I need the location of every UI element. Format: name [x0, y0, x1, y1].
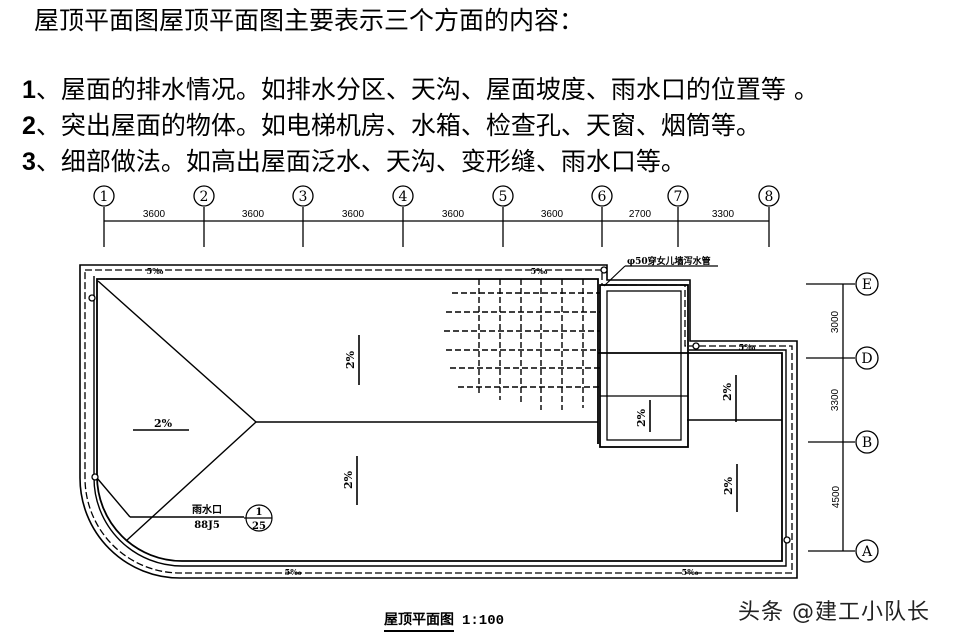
horizontal-axis-grid — [93, 185, 780, 247]
list-number: 3 — [22, 148, 36, 176]
gutter-slope-top-left: 5‰ — [147, 266, 164, 276]
list-text: 、屋面的排水情况。如排水分区、天沟、屋面坡度、雨水口的位置等 。 — [35, 75, 819, 104]
axis-label-1: 1 — [100, 189, 109, 205]
rain-outlets — [88, 266, 791, 544]
pipe-note: φ50穿女儿墙泻水管 — [627, 255, 711, 267]
skylight-grid — [444, 279, 600, 410]
gutter-slope-top-right: 5‰ — [531, 266, 548, 276]
axis-label-4: 4 — [399, 189, 408, 205]
list-item-drainage: 1、屋面的排水情况。如排水分区、天沟、屋面坡度、雨水口的位置等 。 — [22, 74, 819, 106]
axis-label-B: B — [862, 435, 872, 451]
ridge-lines — [96, 280, 782, 542]
slope-arrows — [133, 335, 738, 512]
dimension-2-3: 3600 — [242, 209, 265, 220]
axis-label-8: 8 — [765, 189, 774, 205]
caption-title: 屋顶平面图 — [384, 612, 454, 632]
detail-ref-sheet: 25 — [252, 521, 266, 532]
axis-label-A: A — [861, 544, 873, 560]
list-text: 、突出屋面的物体。如电梯机房、水箱、检查孔、天窗、烟筒等。 — [35, 111, 761, 140]
axis-label-6: 6 — [598, 189, 607, 205]
slope-label-east-south: 2% — [722, 476, 735, 495]
roof-outline — [79, 264, 798, 579]
list-item-details: 3、细部做法。如高出屋面泛水、天沟、变形缝、雨水口等。 — [22, 146, 686, 178]
list-item-protrusions: 2、突出屋面的物体。如电梯机房、水箱、检查孔、天窗、烟筒等。 — [22, 110, 761, 142]
dimension-D-B: 3300 — [830, 388, 841, 411]
axis-label-7: 7 — [674, 189, 683, 205]
detail-ref-number: 1 — [256, 507, 263, 518]
dimension-4-5: 3600 — [442, 209, 465, 220]
gutter-slope-bottom-left: 5‰ — [285, 567, 302, 577]
axis-label-D: D — [861, 351, 872, 367]
slope-label-west: 2% — [154, 417, 173, 430]
axis-label-E: E — [862, 277, 872, 293]
watermark: 头条 @建工小队长 — [738, 600, 930, 625]
drain-label: 雨水口 — [192, 503, 222, 516]
dimension-6-7: 2700 — [629, 209, 652, 220]
list-number: 1 — [22, 76, 36, 104]
dimension-1-2: 3600 — [143, 209, 166, 220]
slope-label-north: 2% — [344, 350, 357, 369]
slope-label-room: 2% — [635, 408, 648, 427]
dimension-E-D: 3000 — [830, 310, 841, 333]
drain-detail-callout — [244, 504, 273, 532]
axis-label-2: 2 — [200, 189, 209, 205]
vertical-axis-grid — [806, 272, 879, 563]
slope-label-east-north: 2% — [721, 382, 734, 401]
axis-label-5: 5 — [499, 189, 508, 205]
dimension-7-8: 3300 — [712, 209, 735, 220]
axis-label-3: 3 — [299, 189, 308, 205]
slope-label-south: 2% — [342, 470, 355, 489]
gutter-slope-bottom-right: 5‰ — [682, 567, 699, 577]
elevator-machine-room — [599, 284, 689, 448]
pipe-note-leader — [603, 265, 718, 287]
gutter-slope-east-top: 5‰ — [739, 342, 756, 352]
drain-standard: 88J5 — [194, 520, 220, 531]
page-heading: 屋顶平面图屋顶平面图主要表示三个方面的内容： — [34, 6, 585, 35]
drawing-caption: 屋顶平面图 1:100 — [384, 609, 505, 632]
dimension-5-6: 3600 — [541, 209, 564, 220]
dimension-3-4: 3600 — [342, 209, 365, 220]
list-text: 、细部做法。如高出屋面泛水、天沟、变形缝、雨水口等。 — [35, 147, 686, 176]
caption-scale: 1:100 — [462, 613, 505, 629]
list-number: 2 — [22, 112, 36, 140]
dimension-B-A: 4500 — [831, 485, 842, 508]
